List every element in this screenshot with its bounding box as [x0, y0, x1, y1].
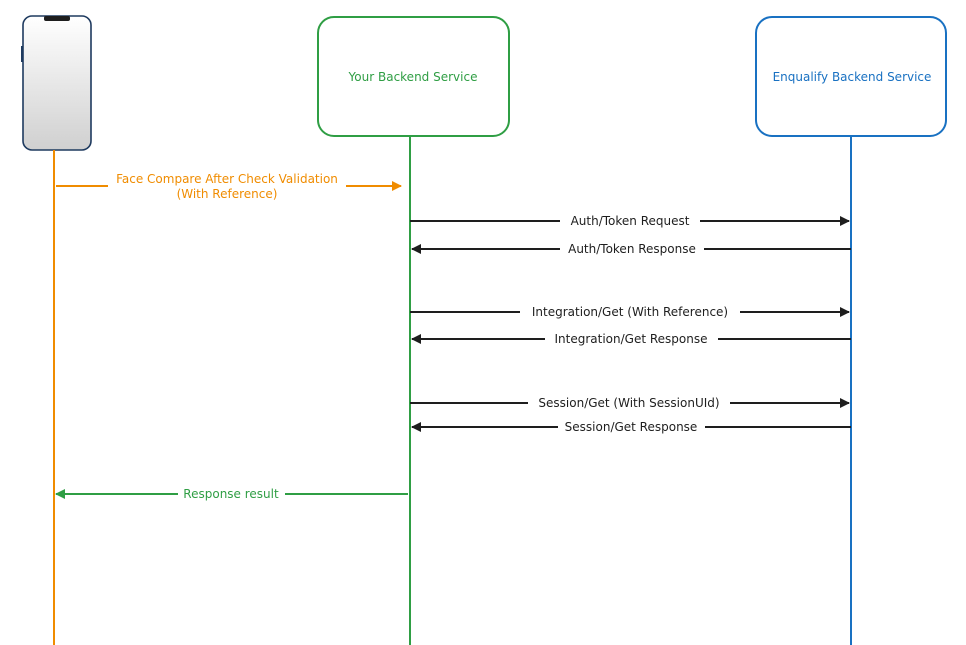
message-integration-get-response: Integration/Get Response: [411, 332, 851, 346]
your-backend-service-box: [317, 16, 510, 137]
message-session-get: Session/Get (With SessionUId): [410, 396, 850, 410]
auth-token-response-label: Auth/Token Response: [568, 242, 696, 256]
enqualify-backend-service-participant: Enqualify Backend Service: [755, 16, 947, 137]
message-auth-token-request: Auth/Token Request: [410, 214, 850, 228]
message-integration-get: Integration/Get (With Reference): [410, 305, 850, 319]
response-result-label: Response result: [183, 487, 279, 501]
your-backend-service-label: Your Backend Service: [348, 70, 478, 84]
phone-side-button: [21, 46, 23, 62]
face-compare-label-line2: (With Reference): [177, 187, 278, 201]
phone-icon: [22, 15, 92, 151]
your-backend-service-participant: Your Backend Service: [317, 16, 510, 137]
integration-get-response-label: Integration/Get Response: [555, 332, 708, 346]
enqualify-backend-service-label: Enqualify Backend Service: [773, 70, 932, 84]
message-response-result: Response result: [55, 487, 408, 501]
integration-get-label: Integration/Get (With Reference): [532, 305, 728, 319]
phone-notch: [44, 16, 70, 21]
session-get-response-label: Session/Get Response: [565, 420, 698, 434]
message-face-compare: Face Compare After Check Validation (Wit…: [56, 172, 402, 201]
mobile-device-participant: [21, 15, 92, 151]
message-auth-token-response: Auth/Token Response: [411, 242, 851, 256]
face-compare-label-line1: Face Compare After Check Validation: [116, 172, 338, 186]
session-get-label: Session/Get (With SessionUId): [538, 396, 719, 410]
message-session-get-response: Session/Get Response: [411, 420, 851, 434]
auth-token-request-label: Auth/Token Request: [571, 214, 690, 228]
